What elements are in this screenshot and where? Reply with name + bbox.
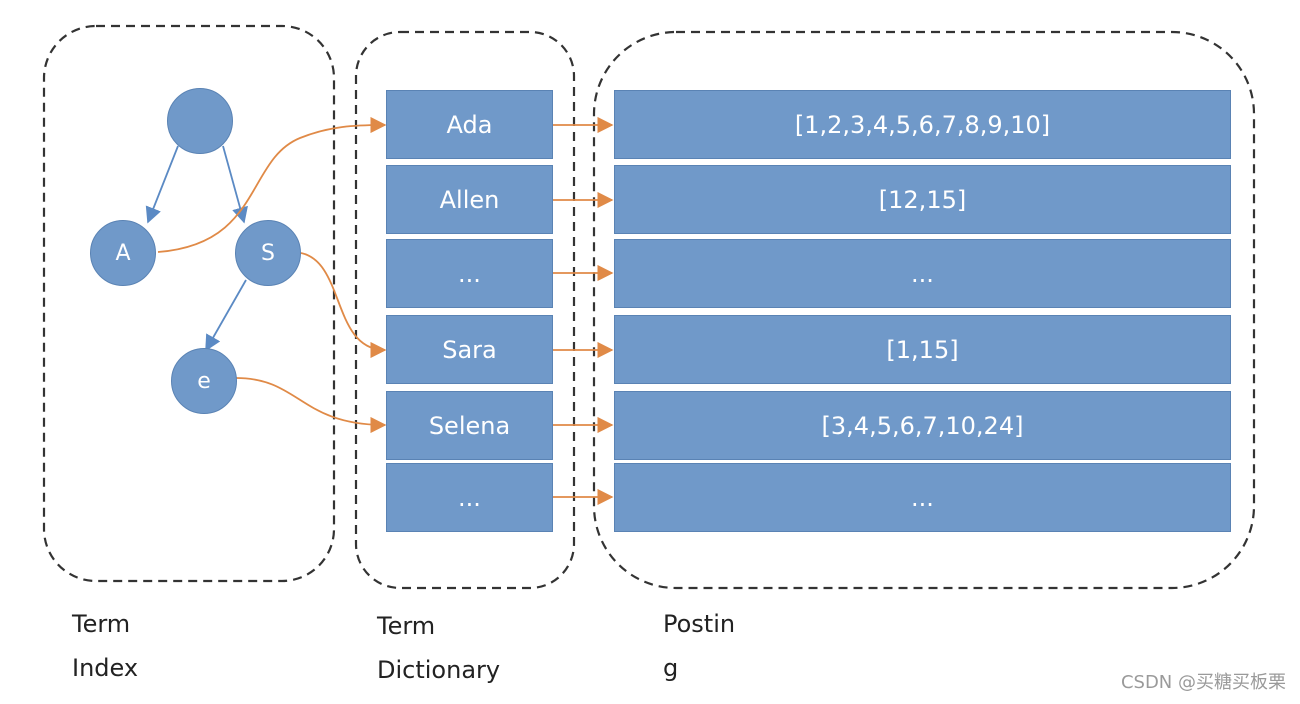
term-index-frame: [42, 24, 336, 583]
term-dictionary-frame: [354, 30, 576, 590]
link-s-to-sara: [300, 252, 387, 359]
tree-node-s: S: [235, 220, 301, 286]
caption-line: Postin: [663, 610, 736, 638]
posting-list-ellipsis: ...: [614, 463, 1231, 532]
posting-caption: Postin g: [663, 602, 735, 690]
term-index-caption: Term Index: [72, 602, 138, 690]
dictionary-term-ellipsis: ...: [386, 463, 553, 532]
link-a-to-ada: [157, 116, 387, 253]
tree-node-e: e: [171, 348, 237, 414]
caption-line: Term: [377, 612, 436, 640]
caption-line: Term: [72, 610, 131, 638]
posting-frame: [592, 30, 1256, 590]
caption-line: g: [663, 654, 679, 682]
dictionary-term-selena: Selena: [386, 391, 553, 460]
tree-node-root: [167, 88, 233, 154]
link-e-to-selena: [235, 377, 387, 434]
tree-node-a: A: [90, 220, 156, 286]
posting-list-ada: [1,2,3,4,5,6,7,8,9,10]: [614, 90, 1231, 159]
dictionary-term-ellipsis: ...: [386, 239, 553, 308]
posting-list-selena: [3,4,5,6,7,10,24]: [614, 391, 1231, 460]
tree-edge-s-e: [205, 279, 247, 352]
watermark: CSDN @买糖买板栗: [1120, 672, 1286, 693]
caption-line: Index: [72, 654, 139, 682]
tree-edge-root-a: [145, 145, 179, 224]
dictionary-term-sara: Sara: [386, 315, 553, 384]
posting-list-sara: [1,15]: [614, 315, 1231, 384]
posting-list-ellipsis: ...: [614, 239, 1231, 308]
term-dictionary-caption: Term Dictionary: [377, 604, 500, 692]
caption-line: Dictionary: [377, 656, 501, 684]
dictionary-term-allen: Allen: [386, 165, 553, 234]
posting-list-allen: [12,15]: [614, 165, 1231, 234]
dictionary-term-ada: Ada: [386, 90, 553, 159]
